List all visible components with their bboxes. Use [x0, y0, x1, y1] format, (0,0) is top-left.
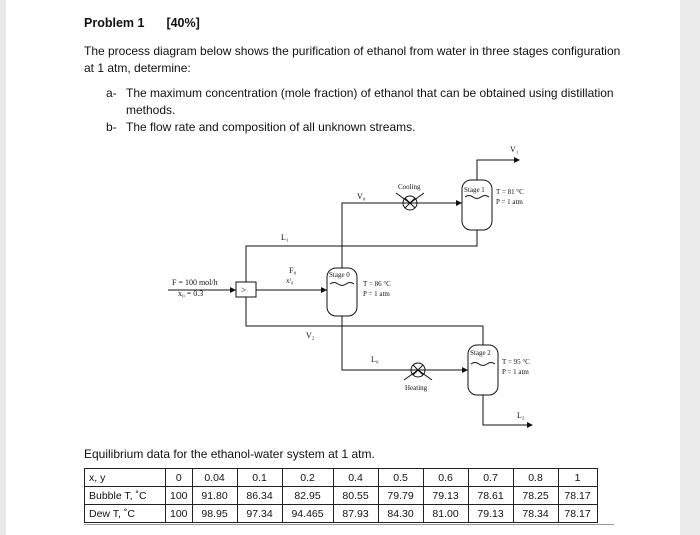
table-cell: 0.6 — [422, 468, 469, 487]
F0-label: F₀ — [289, 266, 296, 275]
table-cell: 79.13 — [467, 504, 514, 523]
L0-arrow — [462, 367, 468, 373]
V1-line — [476, 159, 515, 180]
table-cell: 91.80 — [191, 486, 238, 505]
problem-intro: The process diagram below shows the puri… — [84, 44, 621, 75]
table-cell: 1 — [557, 468, 598, 487]
V1-arrow — [514, 157, 520, 163]
equilibrium-caption: Equilibrium data for the ethanol-water s… — [84, 447, 375, 461]
stage1-label: Stage 1 — [464, 186, 485, 194]
stage2-liquid-line — [470, 362, 496, 366]
table-cell: 0.2 — [281, 468, 334, 487]
stage1-pressure: P = 1 atm — [496, 198, 523, 206]
table-cell: 78.25 — [512, 486, 559, 505]
stage0-label: Stage 0 — [329, 271, 350, 279]
stage0-temp: T = 86 °C — [363, 280, 391, 288]
stage2-pressure: P = 1 atm — [502, 368, 529, 376]
stage1-temp: T = 81 °C — [496, 188, 524, 196]
heater-coil — [403, 369, 433, 381]
table-row: Dew T, ˚C 100 98.95 97.34 94.465 87.93 8… — [84, 504, 598, 523]
question-a: a- The maximum concentration (mole fract… — [106, 85, 626, 119]
table-cell: 0.04 — [191, 468, 238, 487]
L1-label: L₁ — [281, 233, 289, 242]
table-cell: 0.8 — [512, 468, 559, 487]
V1-label: V₁ — [510, 145, 519, 154]
feed-label: F = 100 mol/h — [172, 278, 218, 287]
L0-label: L₀ — [371, 355, 379, 364]
equilibrium-table: x, y 0 0.04 0.1 0.2 0.4 0.5 0.6 0.7 0.8 … — [84, 468, 598, 523]
L2-label: L₂ — [517, 411, 525, 420]
table-row: Bubble T, ˚C 100 91.80 86.34 82.95 80.55… — [84, 486, 598, 505]
table-cell: 0.1 — [236, 468, 283, 487]
table-cell: 78.34 — [512, 504, 559, 523]
heater-symbol — [410, 362, 426, 378]
V0-arrow — [456, 200, 462, 206]
heating-label: Heating — [405, 384, 428, 392]
stage2-label: Stage 2 — [470, 349, 491, 357]
problem-weight: [40%] — [166, 16, 200, 30]
V2-label: V₂ — [306, 331, 315, 340]
table-cell: 78.17 — [557, 504, 598, 523]
L1-line — [245, 230, 478, 282]
stage0-pressure: P = 1 atm — [363, 290, 390, 298]
table-cell: 97.34 — [236, 504, 283, 523]
table-cell: 86.34 — [236, 486, 283, 505]
L0-line — [341, 316, 468, 371]
stage0-liquid-line — [329, 282, 355, 286]
process-diagram: F = 100 mol/h x₀ = 0.3 > L₁ F₀ xᶠ₀ V₂ V₀… — [168, 145, 533, 428]
cooler-coil — [395, 192, 425, 204]
V0-line — [341, 202, 462, 268]
cooling-label: Cooling — [398, 183, 421, 191]
table-cell: 79.13 — [422, 486, 469, 505]
table-cell: 87.93 — [332, 504, 379, 523]
xF0-label: xᶠ₀ — [286, 277, 294, 285]
table-cell: 78.17 — [557, 486, 598, 505]
bottom-divider — [84, 524, 614, 525]
stage2-temp: T = 95 °C — [502, 358, 530, 366]
question-b-text: The flow rate and composition of all unk… — [126, 120, 416, 134]
table-cell: 94.465 — [281, 504, 334, 523]
right-frame-edge — [680, 0, 700, 535]
table-cell: 84.30 — [377, 504, 424, 523]
table-cell: 82.95 — [281, 486, 334, 505]
table-cell: 79.79 — [377, 486, 424, 505]
feed-comp: x₀ = 0.3 — [178, 289, 203, 298]
table-cell: 80.55 — [332, 486, 379, 505]
question-a-label: a- — [106, 86, 117, 100]
table-cell: 0.5 — [377, 468, 424, 487]
table-cell: 100 — [165, 486, 193, 505]
V0-label: V₀ — [357, 192, 366, 201]
table-cell: 81.00 — [422, 504, 469, 523]
stage0-inlet-arrow — [321, 287, 327, 293]
left-frame-edge — [0, 0, 6, 535]
row-head: x, y — [84, 468, 166, 487]
row-head: Dew T, ˚C — [84, 504, 166, 523]
question-b: b- The flow rate and composition of all … — [106, 119, 626, 136]
table-cell: 0.7 — [467, 468, 514, 487]
table-row: x, y 0 0.04 0.1 0.2 0.4 0.5 0.6 0.7 0.8 … — [84, 468, 598, 487]
table-cell: 100 — [165, 504, 193, 523]
row-head: Bubble T, ˚C — [84, 486, 166, 505]
question-b-label: b- — [106, 120, 117, 134]
feed-arrow — [230, 287, 236, 293]
table-cell: 98.95 — [191, 504, 238, 523]
stage1-liquid-line — [464, 195, 490, 199]
problem-title-text: Problem 1 — [84, 16, 145, 30]
table-cell: 78.61 — [467, 486, 514, 505]
L2-arrow — [527, 422, 533, 428]
cooler-symbol — [402, 195, 418, 211]
L2-line — [482, 395, 528, 426]
mixer-symbol: > — [241, 285, 246, 295]
table-cell: 0.4 — [332, 468, 379, 487]
question-a-text: The maximum concentration (mole fraction… — [126, 86, 614, 117]
table-cell: 0 — [165, 468, 193, 487]
problem-title: Problem 1 [40%] — [84, 16, 200, 30]
V2-line — [245, 297, 484, 345]
